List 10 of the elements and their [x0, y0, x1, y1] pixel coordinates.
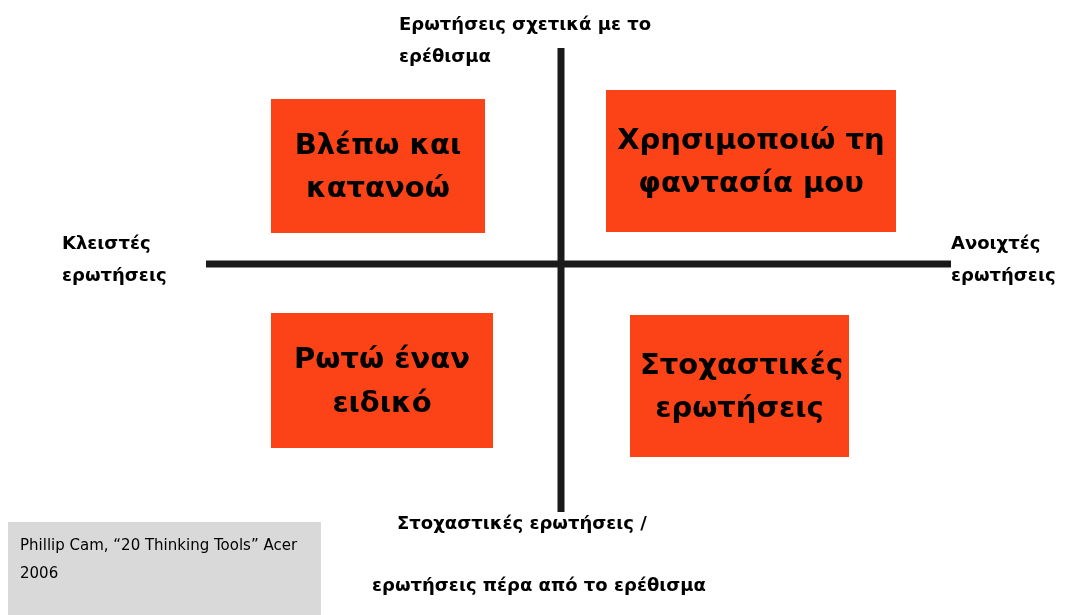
- quadrant-box: Ρωτώ έναν ειδικό: [271, 313, 493, 448]
- quadrant-box: Χρησιμοποιώ τη φαντασία μου: [606, 90, 896, 232]
- axis-label: Ερωτήσεις σχετικά με το ερέθισμα: [399, 12, 653, 68]
- axis-label: ερωτήσεις πέρα από το ερέθισμα: [372, 573, 707, 597]
- axis-label: Ανοιχτές ερωτήσεις: [951, 231, 1057, 287]
- quadrant-box: Βλέπω και κατανοώ: [271, 99, 485, 233]
- quadrant-box: Στοχαστικές ερωτήσεις: [630, 315, 849, 457]
- citation-note: Phillip Cam, “20 Thinking Tools” Acer 2006: [8, 522, 321, 615]
- axis-label: Κλειστές ερωτήσεις: [62, 231, 168, 287]
- axis-label: Στοχαστικές ερωτήσεις /: [397, 511, 648, 535]
